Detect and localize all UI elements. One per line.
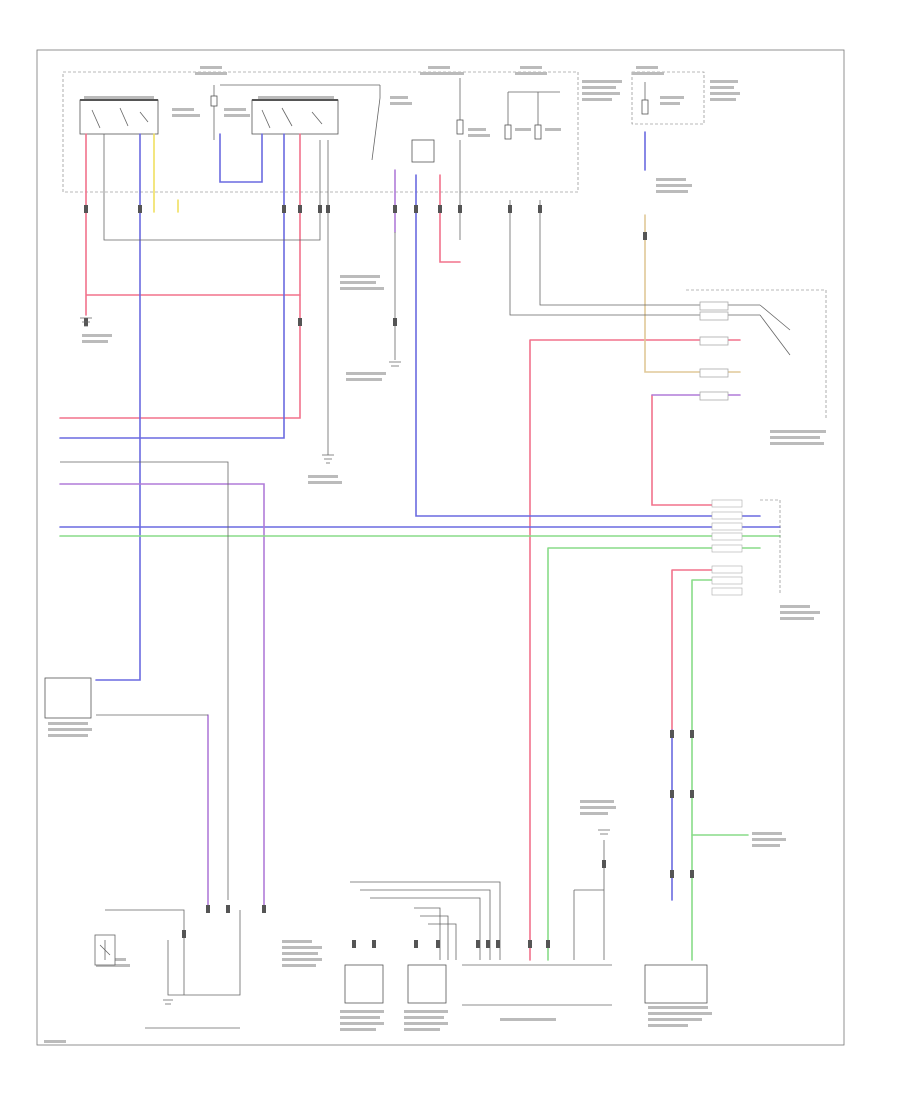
- relay-box-dashed: [631, 71, 705, 125]
- right-switch: [686, 289, 827, 595]
- relay-center: [251, 99, 339, 135]
- fuse-group: [210, 78, 649, 163]
- module-bottom-1: [344, 964, 384, 1004]
- fuse-box-dashed: [62, 71, 579, 193]
- label-marks: [44, 66, 826, 1043]
- connector-pins: [84, 205, 694, 948]
- module-bottom-2: [407, 964, 447, 1004]
- right-ecu-pins: [711, 499, 743, 596]
- ground-symbols: [80, 317, 610, 1005]
- bottom-left-switch: [94, 934, 116, 966]
- diagram-frame: [36, 49, 845, 1046]
- module-left: [44, 677, 92, 719]
- relay-left: [79, 99, 159, 135]
- module-bottom-3: [644, 964, 708, 1004]
